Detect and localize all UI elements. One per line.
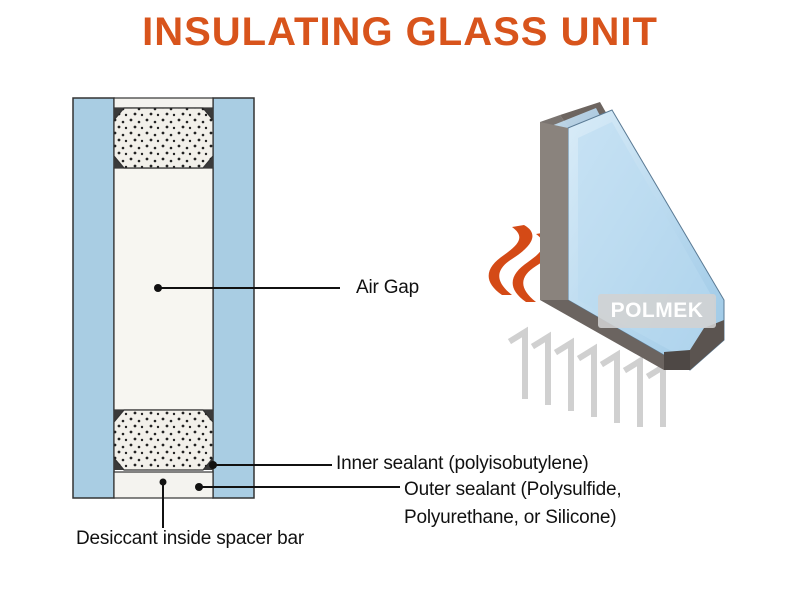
air-gap-label: Air Gap xyxy=(356,277,420,298)
left-glass-pane xyxy=(72,97,115,499)
inner-sealant-label: Inner sealant (polyisobutylene) xyxy=(336,453,589,474)
double-glazed-window-icon xyxy=(540,102,725,371)
top-outer-sealant xyxy=(113,97,214,109)
outer-sealant-label-line1: Outer sealant (Polysulfide, xyxy=(404,479,622,500)
outer-sealant-label-line2: Polyurethane, or Silicone) xyxy=(404,507,617,528)
desiccant-label: Desiccant inside spacer bar xyxy=(76,528,304,549)
brand-badge: POLMEK xyxy=(598,294,716,328)
page-title: INSULATING GLASS UNIT xyxy=(142,10,658,54)
cold-draft-icon xyxy=(507,326,666,427)
right-glass-pane xyxy=(212,97,255,499)
